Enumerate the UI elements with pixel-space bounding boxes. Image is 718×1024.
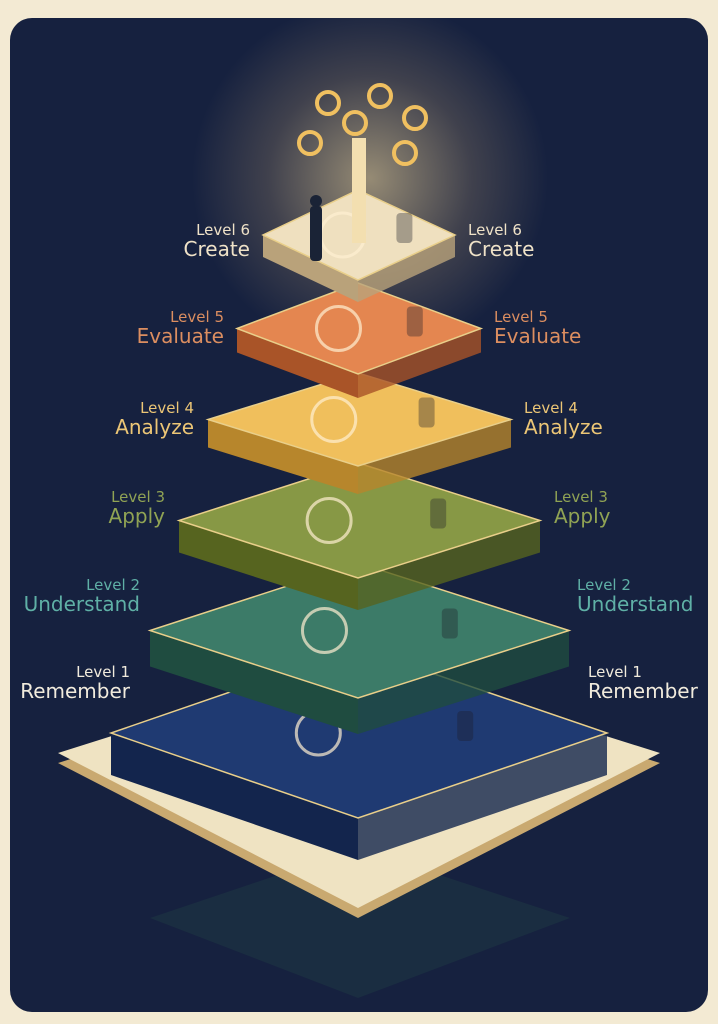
- level-number: Level 2: [577, 576, 631, 594]
- layer-side-right: [358, 235, 455, 302]
- level-name: Analyze: [524, 414, 603, 439]
- layer-4: [205, 372, 514, 494]
- level-number: Level 3: [554, 488, 608, 506]
- level-name: Apply: [554, 503, 611, 528]
- puzzle-icon: [310, 396, 358, 443]
- hammer-icon: [430, 498, 447, 529]
- level-number: Level 2: [86, 576, 140, 594]
- level-name: Evaluate: [136, 323, 224, 348]
- person-icon: [396, 213, 413, 243]
- level-number: Level 5: [494, 308, 548, 326]
- layer-2: [147, 562, 572, 734]
- pyramid: [58, 83, 660, 998]
- layer-top: [176, 462, 543, 579]
- layer-5: [234, 282, 484, 398]
- layer-side-left: [111, 733, 358, 860]
- layer-side-right: [358, 328, 481, 398]
- level-number: Level 6: [468, 221, 522, 239]
- level-name: Apply: [108, 503, 165, 528]
- level-number: Level 3: [111, 488, 165, 506]
- layer-side-right: [358, 630, 569, 734]
- level-name: Evaluate: [494, 323, 582, 348]
- level-name: Understand: [23, 591, 140, 616]
- level-number: Level 4: [524, 399, 578, 417]
- level-name: Remember: [20, 678, 130, 703]
- layer-side-right: [358, 733, 607, 860]
- level-name: Create: [468, 236, 535, 261]
- level-name: Remember: [588, 678, 698, 703]
- flowchart-icon: [300, 607, 348, 654]
- compass-icon: [314, 305, 362, 352]
- level-name: Understand: [577, 591, 694, 616]
- layer-side-right: [358, 520, 540, 610]
- layer-top: [147, 562, 572, 699]
- person-icon: [310, 195, 322, 261]
- level-number: Level 4: [140, 399, 194, 417]
- layer-top: [205, 372, 514, 467]
- tree-of-gears-icon: [297, 83, 428, 243]
- magnifying-glass-icon: [441, 608, 458, 639]
- layer-side-left: [179, 520, 358, 610]
- layer-side-left: [263, 235, 358, 302]
- level-name: Create: [183, 236, 250, 261]
- level-number: Level 6: [196, 221, 250, 239]
- layer-side-left: [208, 419, 358, 494]
- layer-side-left: [150, 630, 358, 734]
- level-number: Level 1: [76, 663, 130, 681]
- gears-icon: [305, 497, 353, 544]
- reflection: [150, 848, 570, 998]
- layer-3: [176, 462, 543, 610]
- level-number: Level 5: [170, 308, 224, 326]
- scales-icon: [418, 397, 435, 428]
- level-name: Analyze: [115, 414, 194, 439]
- layer-side-left: [237, 328, 358, 398]
- open-book-icon: [457, 711, 474, 741]
- thumbs-up-icon: [406, 306, 423, 337]
- level-number: Level 1: [588, 663, 642, 681]
- layer-side-right: [358, 419, 511, 494]
